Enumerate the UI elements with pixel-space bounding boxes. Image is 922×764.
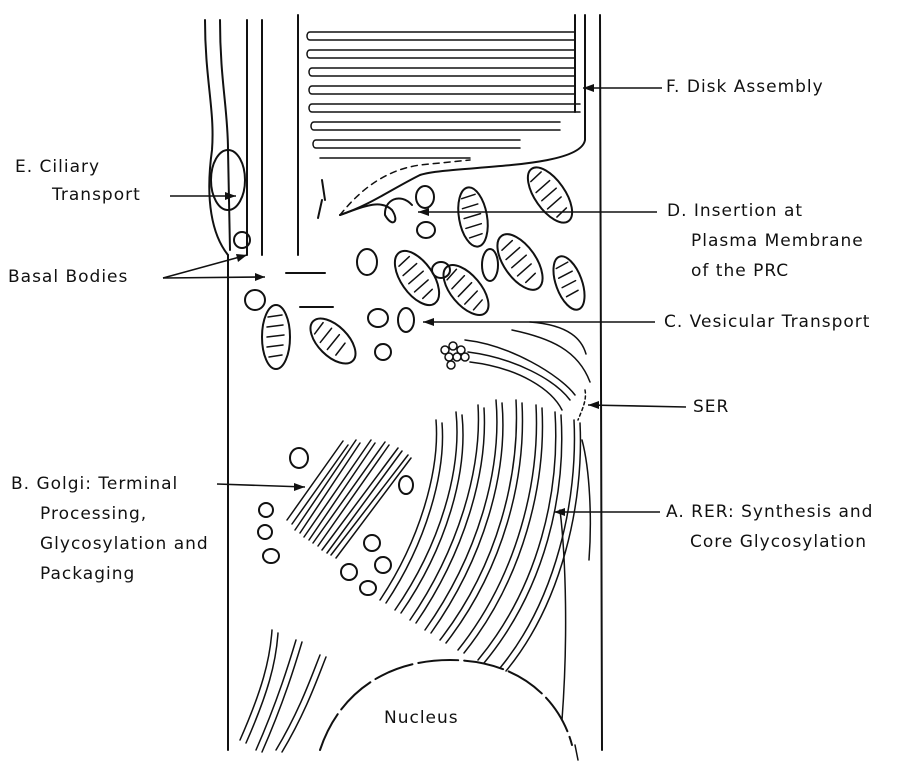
label-b-golgi-line2: Processing, xyxy=(40,504,147,525)
label-c-vesicular: C. Vesicular Transport xyxy=(664,312,870,333)
label-b-golgi-line4: Packaging xyxy=(40,564,135,585)
label-e-ciliary-line1: E. Ciliary xyxy=(15,157,100,178)
label-e-ciliary-line2: Transport xyxy=(52,185,141,206)
label-f-disk-assembly: F. Disk Assembly xyxy=(666,77,824,98)
label-d-insertion-line1: D. Insertion at xyxy=(667,201,803,222)
cell-membrane xyxy=(205,15,602,750)
label-ser: SER xyxy=(693,397,729,418)
leader-lines xyxy=(163,84,686,516)
label-b-golgi-line1: B. Golgi: Terminal xyxy=(11,474,178,495)
golgi-stacks xyxy=(287,440,411,558)
nucleus-envelope xyxy=(320,660,572,750)
label-d-insertion-line2: Plasma Membrane xyxy=(691,231,864,252)
label-nucleus: Nucleus xyxy=(384,708,459,729)
basal-bodies-marks xyxy=(286,273,333,307)
vesicles xyxy=(211,150,498,595)
label-a-rer-line2: Core Glycosylation xyxy=(690,532,867,553)
rer-cisternae xyxy=(380,400,590,720)
label-a-rer-line1: A. RER: Synthesis and xyxy=(666,502,873,523)
lower-cisternae xyxy=(240,630,578,760)
mitochondria xyxy=(262,160,591,371)
label-d-insertion-line3: of the PRC xyxy=(691,261,789,282)
label-b-golgi-line3: Glycosylation and xyxy=(40,534,209,555)
label-basal-bodies: Basal Bodies xyxy=(8,267,128,288)
outer-segment xyxy=(298,15,585,255)
